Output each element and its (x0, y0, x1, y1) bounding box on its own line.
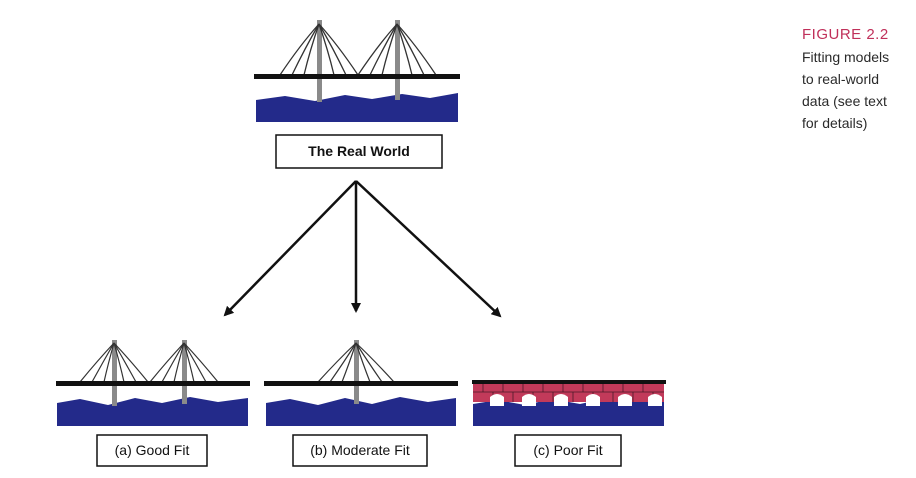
good-fit-water (57, 397, 248, 426)
moderate-fit-label-box (292, 434, 428, 467)
figure-caption-title: FIGURE 2.2 (802, 26, 889, 43)
real-world-water (256, 93, 458, 122)
poor-fit-deck (472, 380, 666, 384)
arrow-to-good-fit (223, 180, 357, 317)
poor-fit-label: (c) Poor Fit (533, 442, 602, 458)
moderate-fit-water (266, 397, 456, 426)
real-world-cables (279, 23, 437, 76)
figure-caption: FIGURE 2.2 Fitting models to real-world … (802, 26, 914, 134)
good-fit-cables (79, 342, 219, 383)
moderate-fit-cables (317, 342, 395, 383)
poor-fit-arches (490, 394, 662, 406)
moderate-fit-bridge-illustration (264, 340, 458, 426)
moderate-fit-tower (354, 340, 359, 404)
figure-caption-text: Fitting models to real-world data (see t… (802, 49, 890, 131)
real-world-tower-right (395, 20, 400, 100)
poor-fit-brick-wall (473, 383, 664, 402)
good-fit-label-box (96, 434, 208, 467)
poor-fit-bridge-illustration (472, 380, 666, 426)
poor-fit-label-box (514, 434, 622, 467)
moderate-fit-label: (b) Moderate Fit (310, 442, 410, 458)
good-fit-tower-right (182, 340, 187, 404)
good-fit-bridge-illustration (56, 340, 250, 426)
real-world-tower-left (317, 20, 322, 102)
real-world-deck (254, 74, 460, 79)
arrow-to-poor-fit (355, 180, 502, 318)
good-fit-deck (56, 381, 250, 386)
good-fit-tower-left (112, 340, 117, 406)
fit-arrows (223, 180, 502, 318)
real-world-label-box (275, 134, 443, 169)
poor-fit-water (473, 398, 664, 426)
real-world-label: The Real World (308, 143, 410, 159)
real-world-bridge-illustration (254, 20, 460, 122)
moderate-fit-deck (264, 381, 458, 386)
good-fit-label: (a) Good Fit (115, 442, 190, 458)
